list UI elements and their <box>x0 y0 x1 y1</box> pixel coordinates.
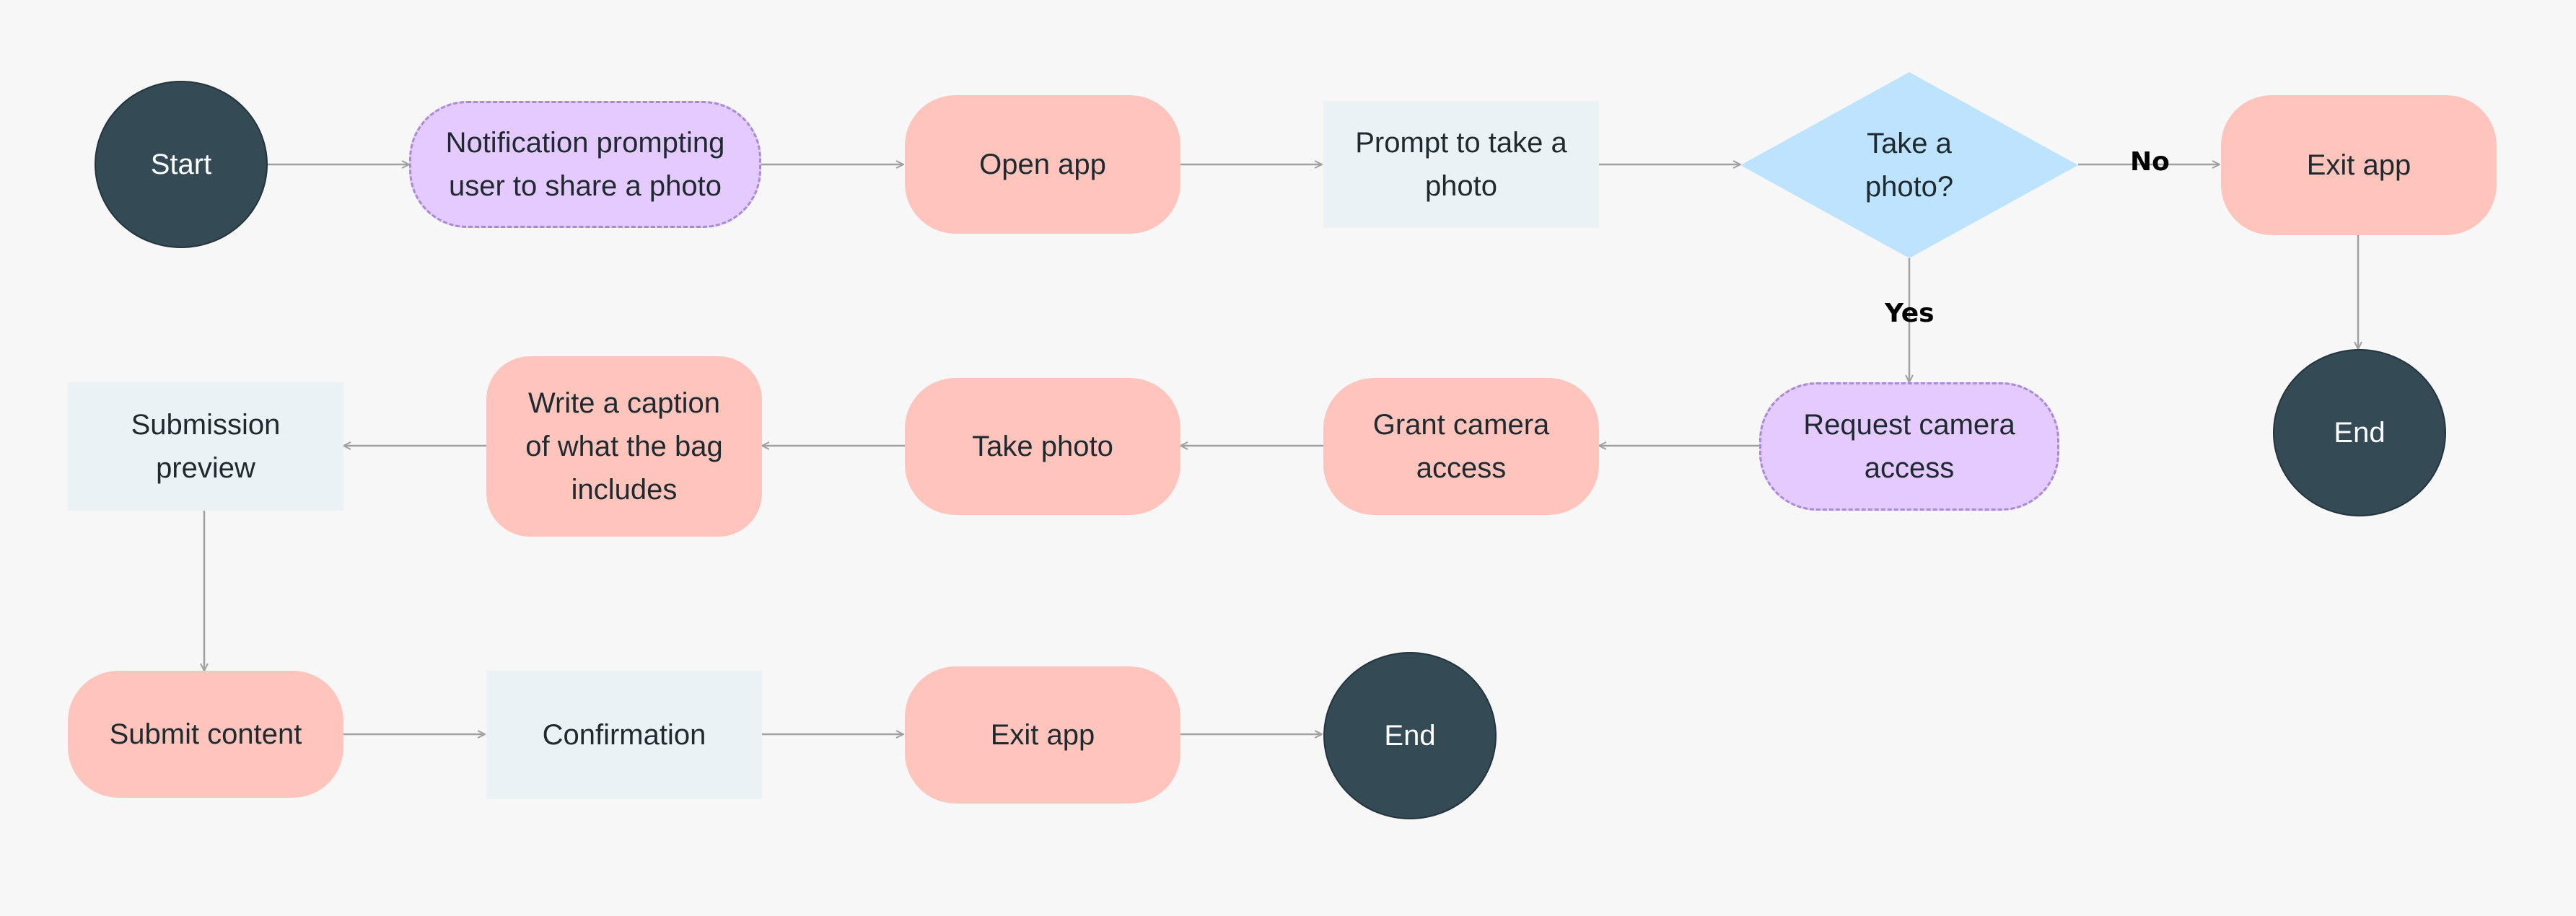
decision-diamond-shape <box>1740 72 2078 258</box>
decision-label: Take a photo? <box>1865 128 1954 203</box>
node-exit-app-bottom[interactable]: Exit app <box>905 666 1180 803</box>
edge-label-yes: Yes <box>1885 299 1935 328</box>
node-submit-content[interactable]: Submit content <box>68 671 343 798</box>
node-grant-camera[interactable]: Grant camera access <box>1323 378 1599 515</box>
node-notification[interactable]: Notification prompting user to share a p… <box>409 101 761 228</box>
node-exit-app-top[interactable]: Exit app <box>2221 95 2497 235</box>
node-decision[interactable]: Take a photo? <box>1740 72 2078 258</box>
node-start[interactable]: Start <box>95 81 268 248</box>
node-confirmation[interactable]: Confirmation <box>486 671 762 799</box>
node-write-caption[interactable]: Write a caption of what the bag includes <box>486 356 762 537</box>
edge-label-no: No <box>2130 147 2170 177</box>
node-request-camera[interactable]: Request camera access <box>1759 382 2059 511</box>
node-open-app[interactable]: Open app <box>905 95 1180 234</box>
node-end-top[interactable]: End <box>2273 349 2446 516</box>
node-prompt-photo[interactable]: Prompt to take a photo <box>1323 101 1599 228</box>
node-take-photo[interactable]: Take photo <box>905 378 1180 515</box>
node-end-bottom[interactable]: End <box>1323 652 1497 819</box>
node-submission-preview[interactable]: Submission preview <box>68 382 343 511</box>
